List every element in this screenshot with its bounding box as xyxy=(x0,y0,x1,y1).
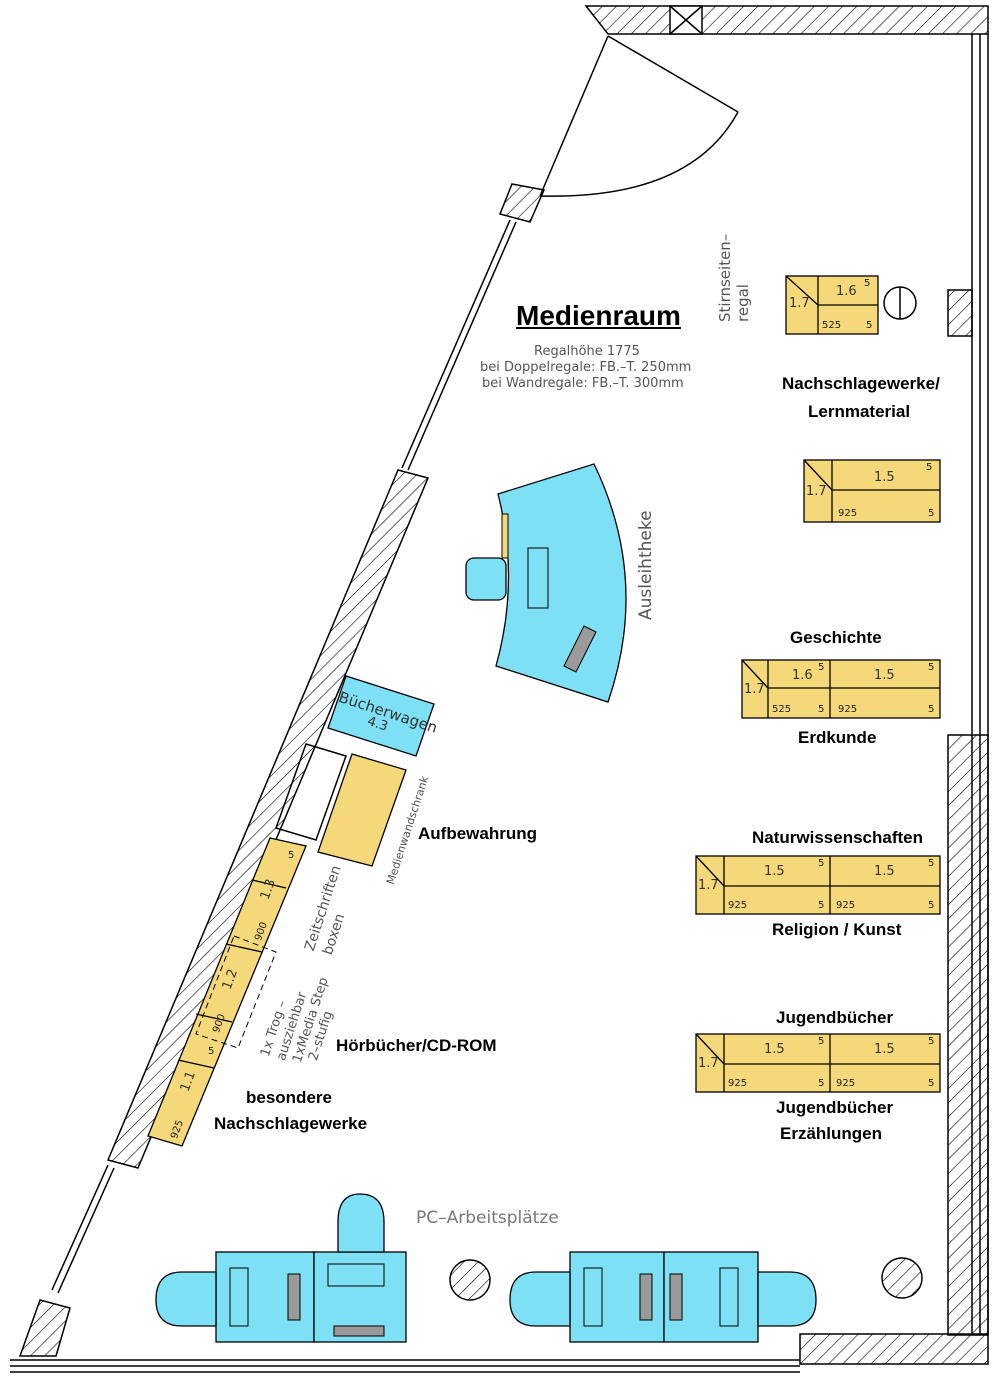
label-jugendbuecher-top: Jugendbücher xyxy=(776,1008,894,1027)
shelf-natur-1-5a: 1.5 xyxy=(764,864,785,879)
shelf-diag-5-top: 5 xyxy=(288,850,295,861)
shelf-natur-1-5b: 1.5 xyxy=(874,864,895,879)
top-wall xyxy=(584,5,989,35)
storage-box xyxy=(275,743,347,841)
shelf-stirn-525: 525 xyxy=(822,320,842,331)
shelf-stirn-1-7: 1.7 xyxy=(789,296,810,311)
label-geschichte: Geschichte xyxy=(790,628,882,647)
counter-shape xyxy=(495,463,627,703)
shelf-gesch-1-5: 1.5 xyxy=(874,668,895,683)
shelf-gesch-1-6: 1.6 xyxy=(792,668,813,683)
shelf-stirn-5b: 5 xyxy=(866,320,873,331)
right-wall-segment-upper xyxy=(947,289,973,337)
shelf-jugend-5a: 5 xyxy=(818,1036,825,1047)
shelf-nach-925: 925 xyxy=(838,508,858,519)
label-ausleihtheke: Ausleihtheke xyxy=(636,510,656,620)
shelf-gesch-525: 525 xyxy=(772,704,792,715)
shelf-nach-1-5: 1.5 xyxy=(874,470,895,485)
label-nachschlagewerke: Nachschlagewerke/ xyxy=(782,374,940,393)
shelf-nach-5b: 5 xyxy=(928,508,935,519)
label-hoerbuecher: Hörbücher/CD-ROM xyxy=(336,1036,497,1055)
label-jugendbuecher-bottom: Jugendbücher xyxy=(776,1098,894,1117)
shelf-natur-5b: 5 xyxy=(928,858,935,869)
bottom-wall-corner xyxy=(799,1333,989,1365)
shelf-stirn-5: 5 xyxy=(864,278,871,289)
shelf-natur-925a: 925 xyxy=(728,900,748,911)
shelf-gesch-5c: 5 xyxy=(818,704,825,715)
shelf-gesch-5a: 5 xyxy=(818,662,825,673)
shelf-gesch-5b: 5 xyxy=(928,662,935,673)
label-erzaehlungen: Erzählungen xyxy=(780,1124,883,1143)
door-swing-arc xyxy=(539,111,739,197)
shelf-natur-1-7: 1.7 xyxy=(698,878,719,893)
bottom-left-wall xyxy=(18,1299,71,1357)
shelf-natur-5a: 5 xyxy=(818,858,825,869)
right-wall-segment-lower xyxy=(947,734,989,1336)
shelf-gesch-5d: 5 xyxy=(928,704,935,715)
shelf-gesch-925: 925 xyxy=(838,704,858,715)
columns xyxy=(449,286,923,1301)
shelf-natur-5d: 5 xyxy=(928,900,935,911)
shelf-natur-5c: 5 xyxy=(818,900,825,911)
shelf-jugend-1-5b: 1.5 xyxy=(874,1042,895,1057)
label-lernmaterial: Lernmaterial xyxy=(808,402,911,421)
label-naturwissenschaften: Naturwissenschaften xyxy=(752,828,923,847)
walls xyxy=(10,5,989,1373)
shelf-jugend-5c: 5 xyxy=(818,1078,825,1089)
door xyxy=(539,35,739,197)
equipment xyxy=(229,547,739,1337)
furniture xyxy=(155,463,817,1343)
shelf-nach-1-7: 1.7 xyxy=(806,484,827,499)
label-besondere: besondere xyxy=(246,1088,332,1107)
door-jamb xyxy=(498,183,546,223)
label-nachschlagewerke-2: Nachschlagewerke xyxy=(214,1114,368,1133)
door-leaf xyxy=(539,35,609,197)
label-religion-kunst: Religion / Kunst xyxy=(772,920,902,939)
diagonal-wall xyxy=(106,469,430,1169)
shelf-natur-925b: 925 xyxy=(836,900,856,911)
label-erdkunde: Erdkunde xyxy=(798,728,877,747)
label-aufbewahrung: Aufbewahrung xyxy=(418,824,537,843)
shelf-nach-5: 5 xyxy=(926,462,933,473)
shelf-jugend-1-7: 1.7 xyxy=(698,1056,719,1071)
note-double-shelves: bei Doppelregale: FB.–T. 250mm xyxy=(480,360,692,375)
shelf-jugend-925a: 925 xyxy=(728,1078,748,1089)
label-pc-arbeitsplaetze: PC–Arbeitsplätze xyxy=(416,1208,559,1228)
shelf-jugend-5b: 5 xyxy=(928,1036,935,1047)
page-title: Medienraum xyxy=(516,300,681,331)
label-stirnseitenregal: Stirnseiten– regal xyxy=(716,233,752,322)
note-shelf-height: Regalhöhe 1775 xyxy=(534,344,640,359)
shelf-jugend-5d: 5 xyxy=(928,1078,935,1089)
note-wall-shelves: bei Wandregale: FB.–T. 300mm xyxy=(482,376,684,391)
shelf-stirn-1-6: 1.6 xyxy=(836,284,857,299)
shelf-jugend-1-5a: 1.5 xyxy=(764,1042,785,1057)
shelves xyxy=(147,275,941,1147)
shelf-jugend-925b: 925 xyxy=(836,1078,856,1089)
shelf-diag-5-mid: 5 xyxy=(208,1046,215,1057)
shelf-gesch-1-7: 1.7 xyxy=(744,682,765,697)
